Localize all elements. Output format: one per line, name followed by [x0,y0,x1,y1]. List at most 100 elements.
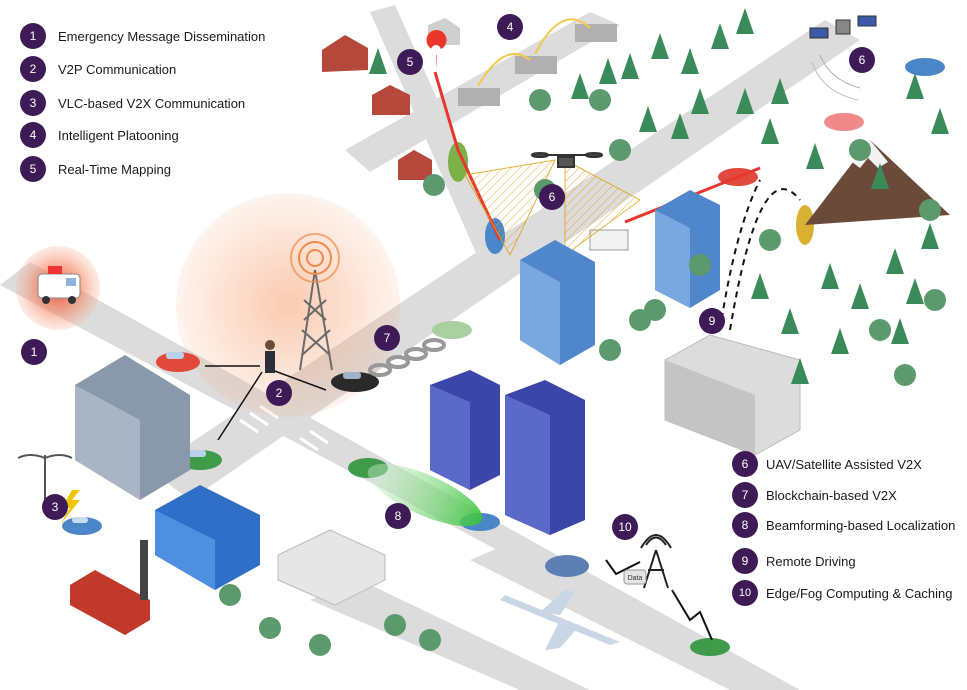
map-marker-8 [385,503,411,529]
legend-item-8: 8 Beamforming-based Localization [732,512,955,538]
platooning-trucks [458,18,629,251]
pine-tree-icon [871,163,889,189]
legend-label: Real-Time Mapping [58,161,171,177]
round-tree-icon [759,229,781,251]
round-tree-icon [849,139,871,161]
round-tree-icon [599,339,621,361]
drone-icon [531,152,603,168]
pine-tree-icon [886,248,904,274]
v2p-coverage-halo [176,193,400,417]
map-marker-9 [699,308,725,334]
map-marker-label: 6 [859,53,866,67]
legend-item-2: 2 V2P Communication [20,56,176,82]
legend-label: Intelligent Platooning [58,127,179,143]
satellite-icon [809,15,877,101]
legend-badge: 5 [20,156,46,182]
pine-tree-icon [806,143,824,169]
pine-tree-icon [771,78,789,104]
data-storage-icon [623,569,647,585]
car-icon [156,352,200,372]
office-tower-left [75,355,190,500]
cell-tower-icon [290,233,340,371]
data-center-towers [430,370,585,535]
data-storage-label: Data [628,575,643,582]
legend-item-4: 4 Intelligent Platooning [20,122,179,148]
legend-item-7: 7 Blockchain-based V2X [732,482,897,508]
pine-tree-icon [821,263,839,289]
car-icon [331,372,379,392]
legend-badge: 6 [732,451,758,477]
round-tree-icon [384,614,406,636]
car-icon [824,113,864,131]
legend-label: VLC-based V2X Communication [58,95,246,111]
pine-tree-icon [711,23,729,49]
pine-tree-icon [851,283,869,309]
round-tree-icon [689,254,711,276]
warehouse [277,529,386,606]
legend-label: V2P Communication [58,61,177,77]
car-icon [545,555,589,577]
map-marker-label: 2 [276,386,283,400]
legend-label: UAV/Satellite Assisted V2X [766,456,922,472]
airplane-icon [500,590,620,650]
legend-badge: 3 [20,90,46,116]
legend-badge: 1 [20,23,46,49]
map-marker-10 [612,514,638,540]
beamforming-beam [367,463,483,527]
map-marker-6 [539,184,565,210]
factory-red [70,540,150,635]
pine-tree-icon [671,113,689,139]
pine-tree-icon [639,106,657,132]
map-marker-1 [21,339,47,365]
pine-tree-icon [791,358,809,384]
map-marker-label: 1 [31,345,38,359]
ambulance-icon [37,266,81,304]
legend-badge: 2 [20,56,46,82]
building-link-2 [717,166,761,187]
pine-tree-icon [599,58,617,84]
remote-driving-link-2 [719,179,761,331]
car-icon [448,142,468,182]
pine-tree-icon [906,278,924,304]
car-icon [690,638,730,656]
pine-tree-icon [691,88,709,114]
map-marker-6 [849,47,875,73]
lightning-icon [60,490,80,525]
map-marker-label: 7 [384,331,391,345]
legend-badge: 7 [732,482,758,508]
pedestrian-icon [265,340,275,373]
legend-item-3: 3 VLC-based V2X Communication [20,90,245,116]
legend-badge: 8 [732,512,758,538]
round-tree-icon [894,364,916,386]
map-marker-2 [266,380,292,406]
legend-item-10: 10 Edge/Fog Computing & Caching [732,580,952,606]
map-marker-3 [42,494,68,520]
pine-tree-icon [651,33,669,59]
pine-tree-icon [761,118,779,144]
legend-item-6: 6 UAV/Satellite Assisted V2X [732,451,922,477]
legend-badge: 10 [732,580,758,606]
legend-badge: 9 [732,548,758,574]
airport-apron [310,580,590,690]
pine-tree-icon [781,308,799,334]
map-marker-7 [374,325,400,351]
control-room [664,334,801,456]
pine-tree-icon [621,53,639,79]
uav-cone-right [564,159,641,256]
factory-blue [155,485,260,590]
legend-label: Emergency Message Dissemination [58,28,266,44]
legend-label: Beamforming-based Localization [766,517,956,533]
legend-label: Blockchain-based V2X [766,487,897,503]
pine-tree-icon [369,48,387,74]
map-marker-5 [397,49,423,75]
map-marker-label: 4 [507,20,514,34]
legend-item-1: 1 Emergency Message Dissemination [20,23,265,49]
map-pin-icon [426,30,447,70]
legend-left: 1 Emergency Message Dissemination 2 V2P … [20,0,320,200]
legend-item-9: 9 Remote Driving [732,548,856,574]
trees [219,8,949,656]
blockchain-chain [368,338,446,377]
vehicles [62,58,945,656]
round-tree-icon [529,89,551,111]
